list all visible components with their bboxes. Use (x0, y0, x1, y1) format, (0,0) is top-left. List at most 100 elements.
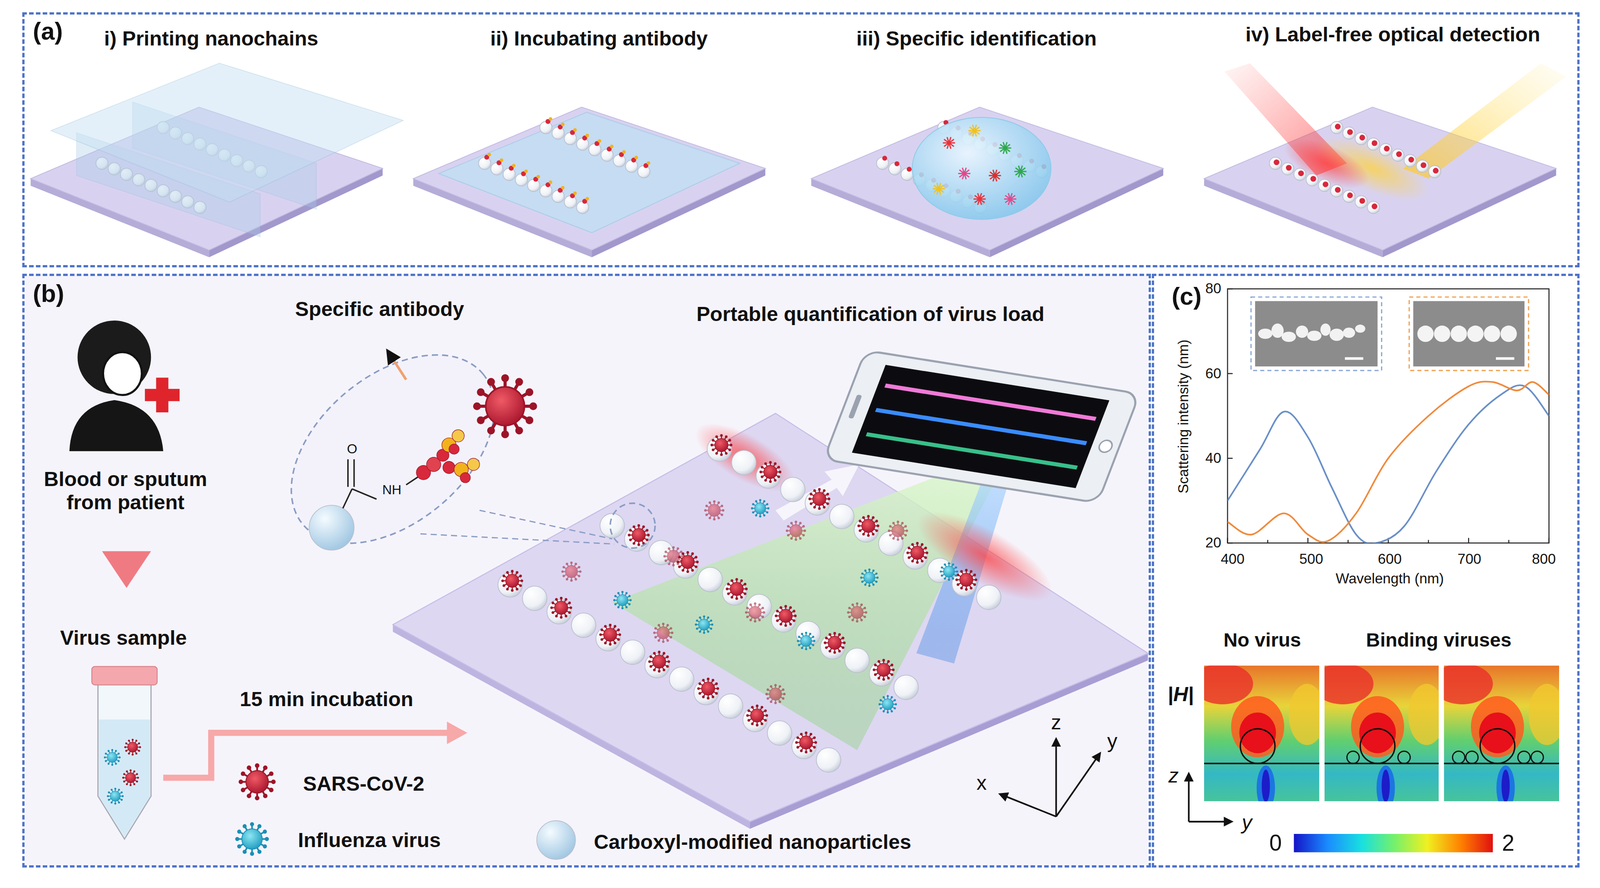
bound-virus (887, 660, 890, 663)
axis-triad (1055, 738, 1058, 817)
free-virus (565, 565, 578, 578)
free-virus (770, 685, 773, 688)
free-virus (860, 618, 863, 621)
identification-step-illustration (972, 128, 977, 133)
free-virus (561, 499, 959, 714)
bound-virus (813, 745, 816, 749)
sample-tube (105, 752, 107, 755)
bound-virus (694, 565, 698, 569)
sem-inset (1500, 325, 1517, 342)
free-virus (800, 635, 812, 647)
free-virus (657, 626, 670, 639)
legend-icon (265, 836, 270, 841)
bound-virus (698, 682, 702, 685)
legend-icon (237, 829, 242, 834)
field-map (1480, 728, 1515, 764)
free-virus (577, 565, 580, 569)
bound-virus (959, 572, 973, 586)
sample-tube (131, 738, 134, 741)
free-virus (892, 521, 895, 525)
axis-label: y (1107, 729, 1118, 753)
bound-virus (617, 637, 620, 641)
free-virus (657, 639, 660, 642)
identification-step-illustration (977, 196, 982, 201)
antibody-step-illustration (500, 158, 504, 162)
sem-inset (1258, 328, 1273, 339)
free-virus (667, 550, 680, 563)
map-title: No virus (1223, 628, 1302, 651)
sample-tube (106, 795, 109, 797)
free-virus (705, 513, 708, 516)
bound-virus (764, 709, 767, 712)
free-virus (893, 699, 896, 702)
free-virus (790, 524, 803, 537)
antibody-zoom (529, 402, 538, 410)
free-virus (802, 525, 805, 528)
field-map (1261, 769, 1270, 802)
antibody-step-illustration (527, 179, 540, 192)
free-virus (616, 594, 629, 606)
free-virus (680, 555, 684, 558)
bound-virus (970, 570, 973, 573)
bound-virus (648, 660, 651, 663)
spectrum-chart (1227, 288, 1233, 290)
antibody-zoom (405, 476, 419, 485)
bound-virus (775, 619, 779, 622)
antibody (449, 444, 460, 455)
bound-virus (809, 749, 813, 752)
sem-inset (1345, 357, 1364, 360)
bound-virus (600, 628, 604, 631)
free-virus (703, 615, 706, 618)
free-virus (879, 699, 882, 702)
legend-icon (241, 828, 263, 850)
spectrum-chart (1508, 540, 1510, 544)
bound-virus (637, 543, 640, 546)
free-virus (561, 561, 582, 582)
bound-virus (501, 579, 505, 582)
sample-tube (110, 790, 120, 801)
field-map (1360, 728, 1395, 764)
free-virus (875, 572, 878, 575)
field-map (1444, 665, 1494, 705)
bound-virus (711, 695, 715, 699)
bound-virus (777, 475, 780, 479)
patient-icon (69, 400, 164, 451)
bound-virus (882, 658, 885, 662)
free-virus (625, 605, 628, 609)
free-virus (943, 563, 946, 566)
spectrum-chart (1227, 288, 1550, 544)
free-virus (783, 692, 786, 695)
spectrum-chart (1226, 537, 1228, 543)
bound-virus (642, 525, 645, 528)
bound-virus (645, 528, 649, 532)
bound-virus (857, 524, 860, 528)
nanoparticle-chain (894, 675, 919, 700)
free-virus (872, 569, 875, 572)
smartphone (848, 394, 863, 419)
sem-inset (1467, 325, 1484, 342)
axis-label: z (1050, 710, 1061, 735)
patient-icon (103, 351, 142, 395)
smartphone (1097, 439, 1114, 454)
axis-triad (1000, 793, 1056, 816)
bound-virus (796, 745, 800, 749)
step-title: i) Printing nanochains (104, 26, 319, 51)
bound-virus (755, 723, 759, 727)
identification-step-illustration (1008, 196, 1013, 201)
free-virus (629, 598, 632, 601)
nanoparticle-chain (669, 666, 695, 692)
sample-tube (105, 760, 107, 762)
free-virus (749, 618, 752, 621)
bound-virus (604, 641, 607, 645)
free-virus (721, 509, 725, 512)
sample-tube (120, 791, 123, 794)
bound-virus (871, 515, 875, 519)
sample-tube (123, 780, 125, 782)
field-map (1204, 665, 1320, 802)
bound-virus (973, 573, 976, 577)
nanoparticle-chain (771, 607, 796, 633)
sem-inset (1495, 357, 1515, 360)
bound-virus (743, 592, 747, 595)
detection-step-illustration (1420, 162, 1427, 169)
field-map (1288, 683, 1320, 745)
